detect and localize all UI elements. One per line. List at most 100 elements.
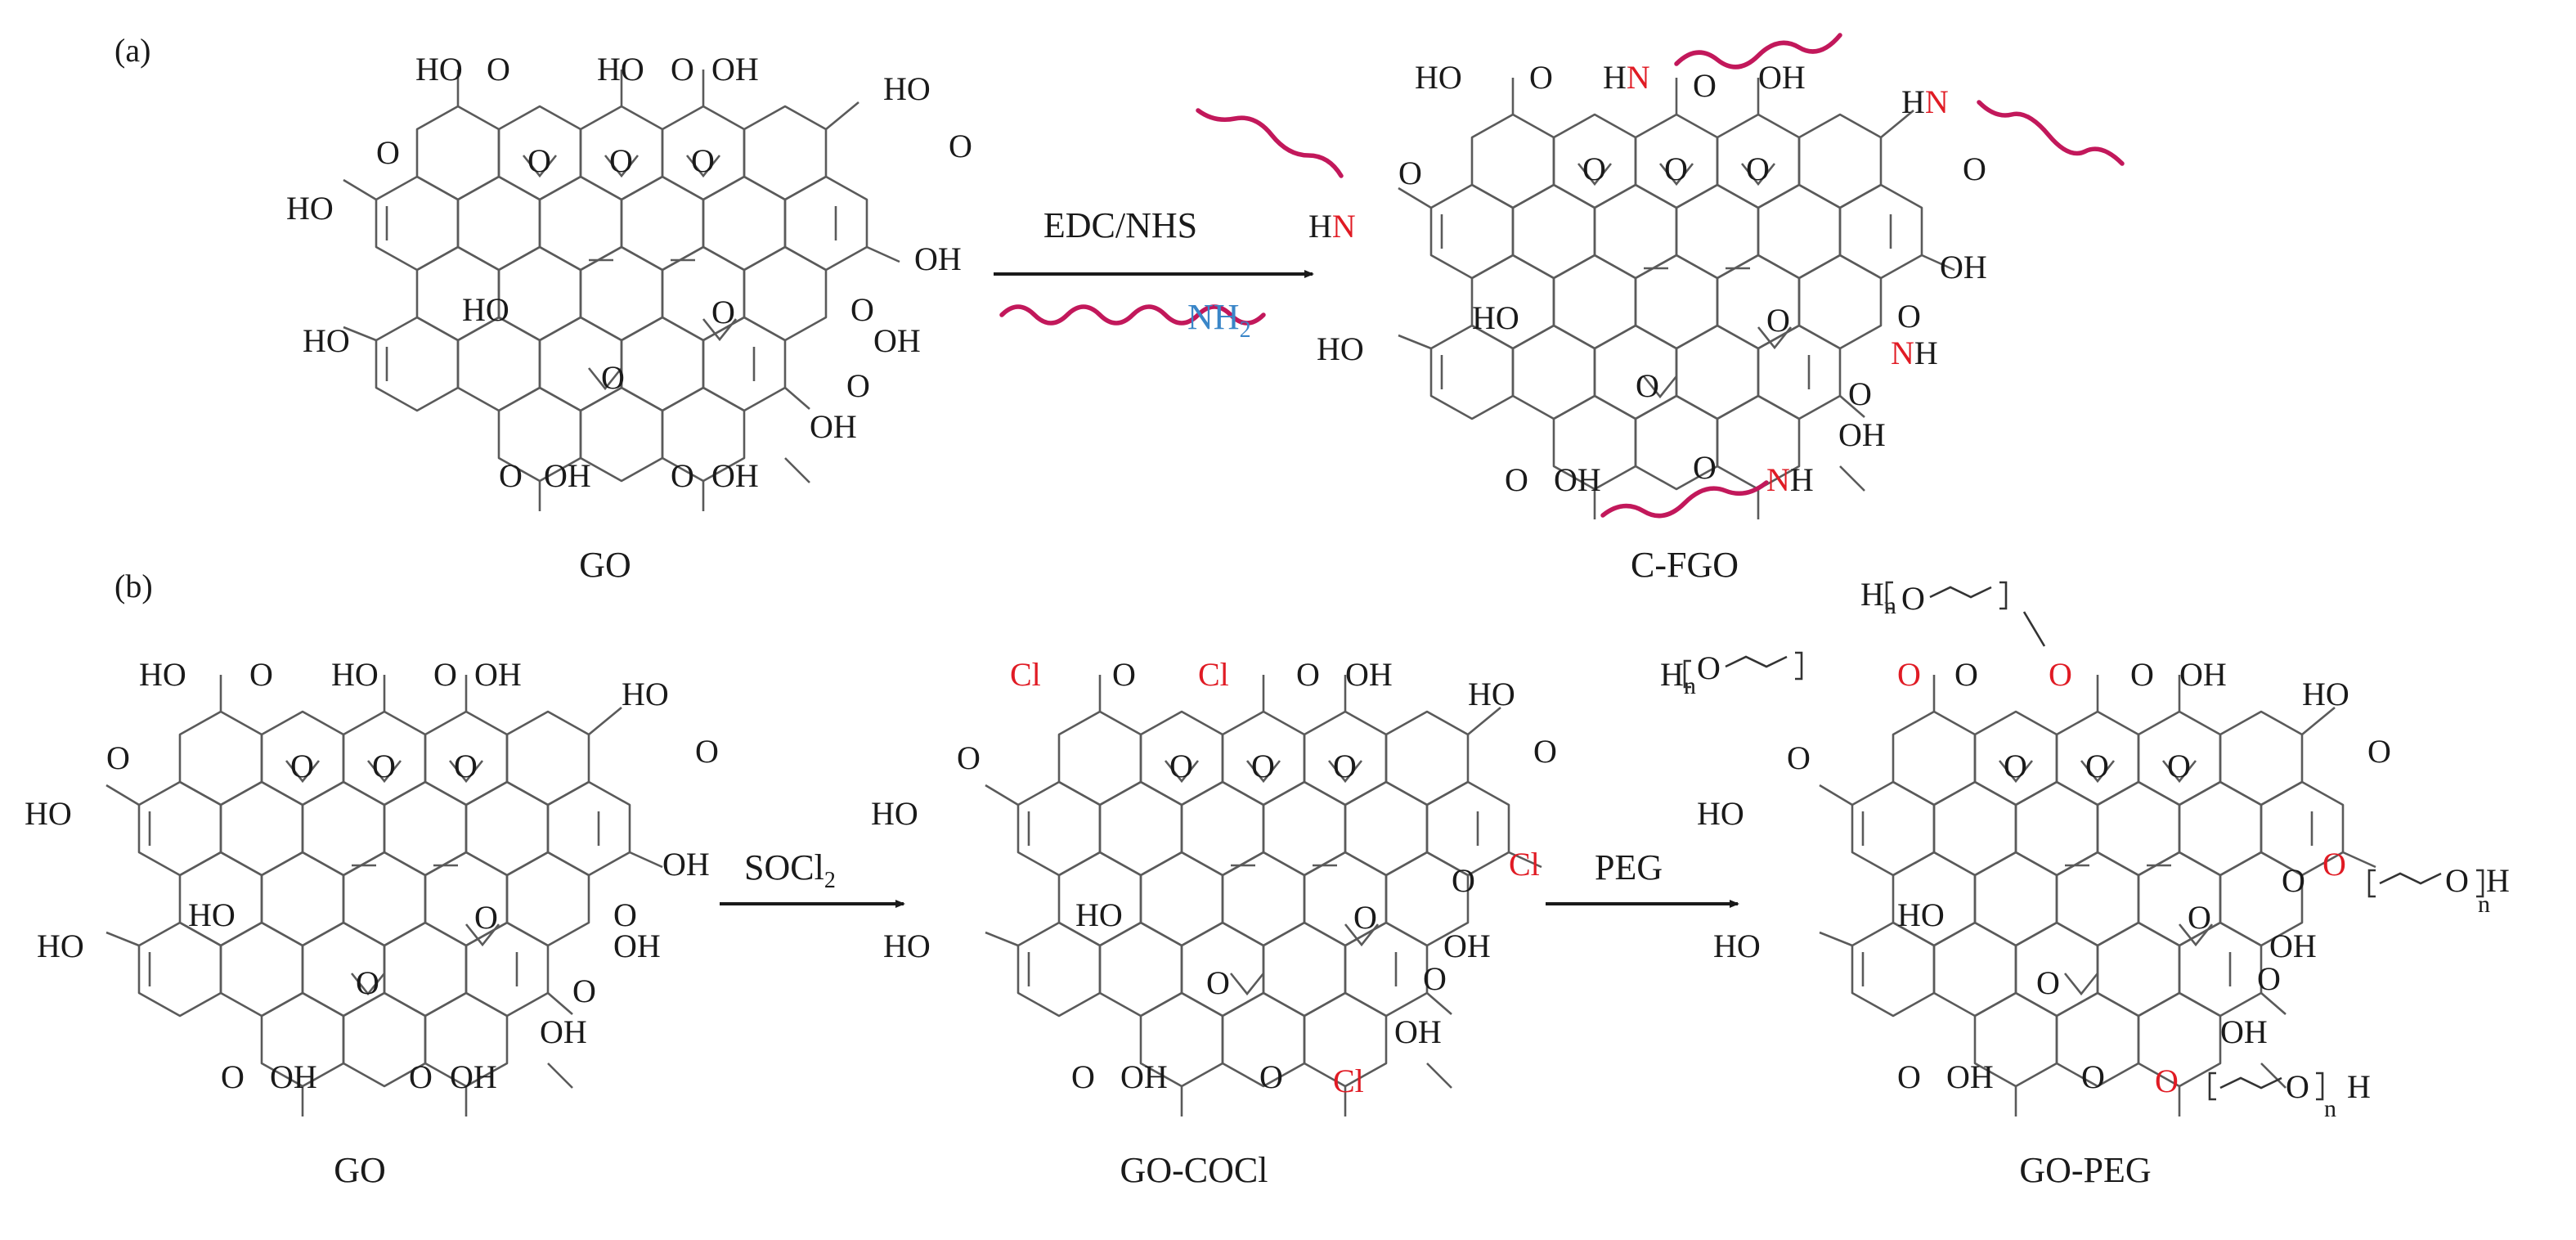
compound-label-c-fgo: C-FGO <box>1631 545 1739 585</box>
svg-text:Hn: Hn <box>1660 656 1696 699</box>
svg-text:H: H <box>2347 1068 2371 1105</box>
svg-text:O: O <box>1533 733 1557 770</box>
svg-text:OH: OH <box>2220 1013 2268 1050</box>
svg-text:OH: OH <box>613 928 661 964</box>
svg-text:O: O <box>609 142 633 179</box>
svg-text:O: O <box>2282 862 2305 899</box>
svg-text:NH: NH <box>1766 461 1814 498</box>
peg-chain-bottom: O H n <box>2208 1068 2371 1122</box>
svg-text:O: O <box>2004 748 2027 784</box>
peg-chain-right: O H n <box>2367 862 2510 918</box>
svg-text:HN: HN <box>1901 83 1949 120</box>
chain-icon-top <box>1674 33 1842 70</box>
svg-text:O: O <box>2081 1058 2105 1095</box>
svg-text:HO: HO <box>1697 795 1744 832</box>
svg-text:O: O <box>695 733 719 770</box>
reagent-peg: PEG <box>1595 847 1663 887</box>
svg-text:O: O <box>1897 656 1921 693</box>
svg-text:OH: OH <box>662 846 710 883</box>
svg-text:O: O <box>1897 298 1921 335</box>
svg-text:O: O <box>1897 1058 1921 1095</box>
svg-text:O: O <box>1251 748 1275 784</box>
chain-icon-bottom <box>1600 480 1769 519</box>
svg-text:O: O <box>1636 367 1659 404</box>
svg-text:OH: OH <box>1394 1013 1442 1050</box>
svg-text:O: O <box>106 739 130 776</box>
compound-label-go-cocl: GO-COCl <box>1120 1150 1268 1190</box>
svg-text:OH: OH <box>450 1058 497 1095</box>
svg-text:O: O <box>474 899 498 936</box>
svg-text:O: O <box>1848 375 1872 412</box>
svg-text:NH: NH <box>1891 335 1938 371</box>
svg-text:HO: HO <box>597 51 644 88</box>
svg-text:O: O <box>613 896 637 933</box>
compound-label-go-b: GO <box>334 1150 386 1190</box>
svg-text:O: O <box>454 748 478 784</box>
svg-text:O: O <box>2257 960 2281 997</box>
svg-text:O: O <box>249 656 273 693</box>
svg-text:OH: OH <box>1554 461 1601 498</box>
svg-text:OH: OH <box>873 322 921 359</box>
svg-text:O: O <box>433 656 457 693</box>
svg-text:HO: HO <box>188 896 236 933</box>
svg-text:O: O <box>527 142 551 179</box>
svg-text:HN: HN <box>1308 208 1356 245</box>
svg-text:O: O <box>372 748 396 784</box>
svg-text:O: O <box>2188 899 2211 936</box>
svg-text:O: O <box>1333 748 1357 784</box>
svg-text:O: O <box>290 748 314 784</box>
molecule-go-cocl: Cl O Cl O OH HO O O HO Cl O HO O O O O O… <box>871 656 1557 1118</box>
svg-text:Cl: Cl <box>1198 656 1229 693</box>
svg-text:O: O <box>1664 151 1688 187</box>
svg-text:O: O <box>1071 1058 1095 1095</box>
svg-text:OH: OH <box>474 656 522 693</box>
svg-text:O: O <box>487 51 510 88</box>
svg-text:HO: HO <box>286 190 334 227</box>
svg-text:OH: OH <box>1940 249 1987 285</box>
svg-text:O: O <box>1206 964 1230 1001</box>
amine-reagent-label: NH2 <box>1187 297 1251 343</box>
svg-text:Hn: Hn <box>1860 576 1896 619</box>
svg-text:O: O <box>1169 748 1193 784</box>
svg-text:O: O <box>1697 649 1721 686</box>
compound-label-go-peg: GO-PEG <box>2019 1150 2151 1190</box>
svg-text:O: O <box>2130 656 2154 693</box>
molecule-go-b: HO O HO O OH HO O O HO OH O HO O O O O O… <box>25 656 719 1118</box>
svg-text:O: O <box>2445 862 2469 899</box>
svg-text:O: O <box>1505 461 1528 498</box>
svg-text:O: O <box>1452 862 1475 899</box>
svg-text:HO: HO <box>622 676 669 712</box>
svg-text:O: O <box>2036 964 2060 1001</box>
svg-text:HO: HO <box>871 795 918 832</box>
svg-text:HO: HO <box>415 51 463 88</box>
svg-text:O: O <box>1423 960 1447 997</box>
svg-text:Cl: Cl <box>1509 846 1540 883</box>
svg-text:HO: HO <box>303 322 350 359</box>
molecule-c-fgo: HO O HN O OH HN O O HN OH O HO O O O O N… <box>1308 59 1987 521</box>
chain-icon-left <box>1196 108 1344 178</box>
svg-text:O: O <box>1954 656 1978 693</box>
peg-chain-top-center: Hn O <box>1860 576 2046 647</box>
svg-text:O: O <box>671 51 694 88</box>
chain-icon-right <box>1977 100 2125 166</box>
svg-text:O: O <box>1693 449 1717 486</box>
svg-text:O: O <box>711 294 735 330</box>
svg-text:O: O <box>1901 580 1925 617</box>
svg-text:HO: HO <box>1075 896 1123 933</box>
svg-text:O: O <box>957 739 981 776</box>
svg-text:n: n <box>2478 891 2490 918</box>
svg-text:O: O <box>221 1058 245 1095</box>
svg-text:OH: OH <box>1345 656 1393 693</box>
svg-text:O: O <box>1766 302 1790 339</box>
svg-text:O: O <box>1529 59 1553 96</box>
svg-text:OH: OH <box>914 240 962 277</box>
molecule-go-a: HO O HO O OH HO O O HO OH O HO O O O O O… <box>286 51 972 513</box>
svg-text:O: O <box>409 1058 433 1095</box>
reagent-socl2: SOCl2 <box>744 847 836 893</box>
svg-text:n: n <box>2324 1095 2336 1122</box>
svg-text:O: O <box>846 367 870 404</box>
svg-text:OH: OH <box>2269 928 2317 964</box>
svg-text:HO: HO <box>1897 896 1945 933</box>
svg-text:O: O <box>376 134 400 171</box>
